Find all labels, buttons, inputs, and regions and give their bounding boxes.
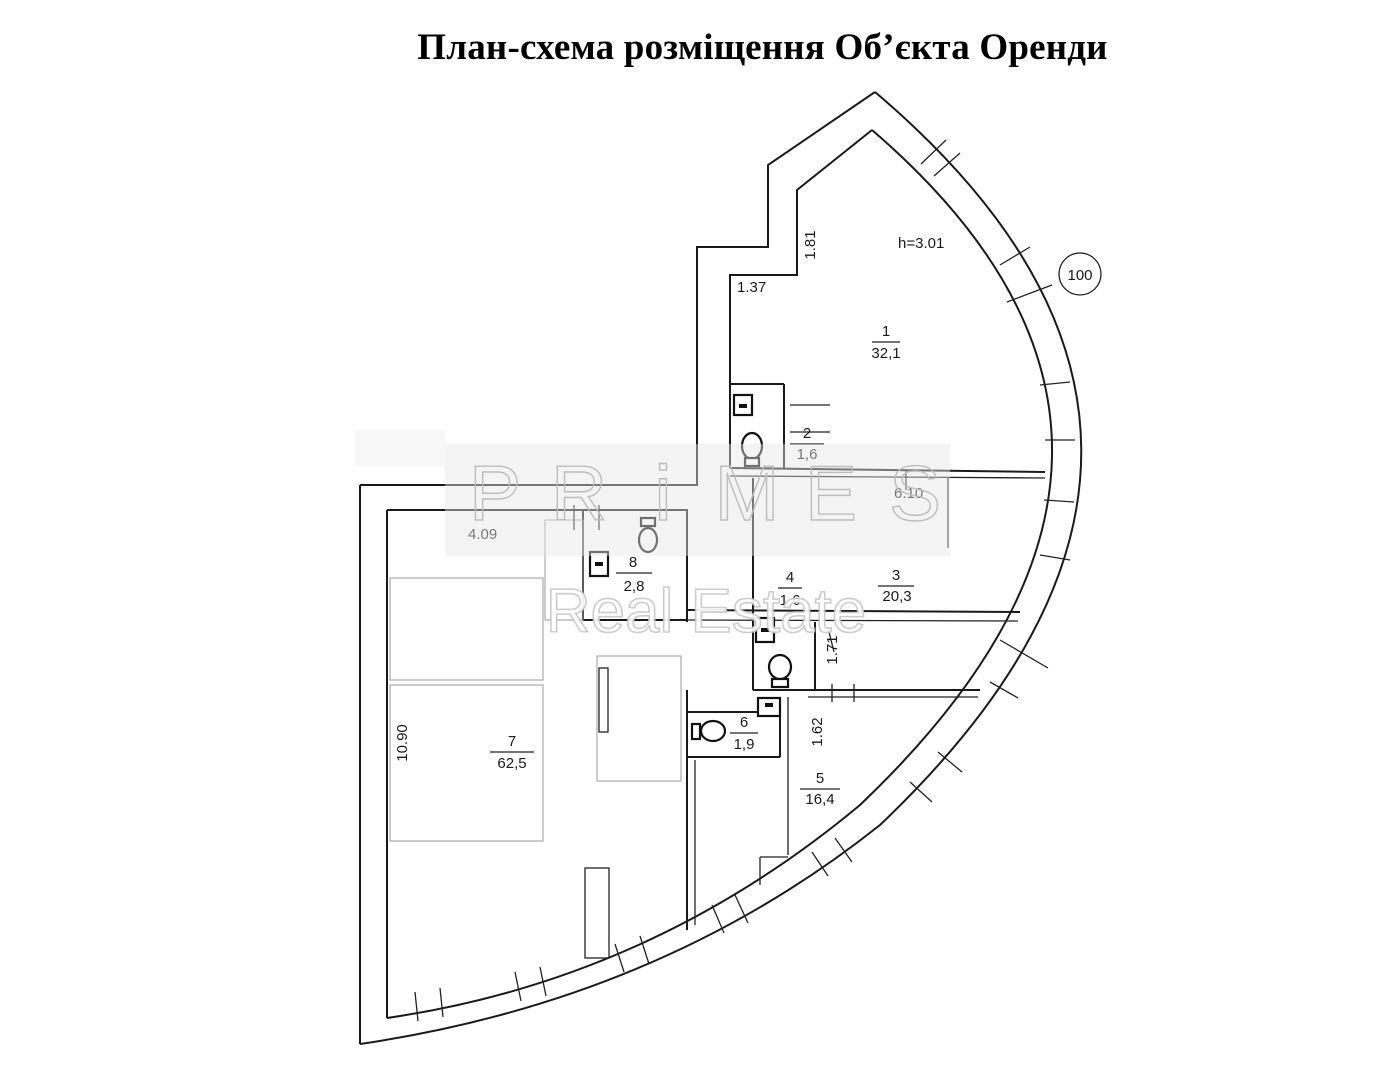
watermark-letter: E (805, 449, 857, 537)
room-area: 1,9 (734, 736, 755, 753)
toilet-icon (690, 719, 727, 743)
watermark: P R i M E S Real Estate (355, 430, 950, 647)
dimension-label: 1.81 (802, 230, 819, 259)
toilet-icon (637, 516, 659, 554)
room-label-4: 4 1,6 (778, 569, 802, 609)
sink-icon (588, 550, 610, 578)
window-marks (414, 139, 1075, 1022)
toilet-icon (767, 653, 793, 689)
sink-icon (754, 616, 776, 644)
watermark-subtitle: Real Estate (546, 577, 867, 646)
room-area: 1,6 (780, 592, 801, 609)
room-label-8: 8 2,8 (616, 554, 652, 595)
ceiling-height: h=3.01 (898, 235, 944, 252)
room-area: 32,1 (871, 345, 900, 362)
dimension-label: 6.10 (894, 485, 923, 502)
outer-wall (359, 91, 1083, 1045)
room-area: 62,5 (497, 755, 526, 772)
toilet-icon (740, 431, 764, 468)
dimension-label: 4.09 (468, 526, 497, 543)
room-number: 6 (740, 714, 748, 731)
dimension-label: 10.90 (394, 724, 411, 762)
room-label-7: 7 62,5 (490, 733, 534, 772)
room-number: 1 (882, 323, 890, 340)
room-label-1: 1 32,1 (871, 323, 900, 362)
room-label-2: 2 1,6 (790, 425, 824, 463)
watermark-letter: M (715, 449, 780, 537)
watermark-letter: R (551, 449, 607, 537)
room-number: 7 (508, 733, 516, 750)
room-area: 2,8 (624, 578, 645, 595)
room-number: 3 (892, 567, 900, 584)
sink-icon (756, 696, 782, 718)
room-area: 1,6 (797, 446, 818, 463)
dimension-label: 1.71 (824, 635, 841, 664)
room-number: 4 (786, 569, 794, 586)
building-number: 100 (1067, 267, 1092, 284)
room-label-6: 6 1,9 (730, 714, 758, 753)
room-number: 2 (803, 425, 811, 442)
building-number-marker: 100 (1058, 252, 1102, 296)
watermark-letter: S (889, 449, 941, 537)
room-area: 16,4 (805, 791, 834, 808)
room-label-5: 5 16,4 (800, 770, 840, 808)
dimension-label: 1.62 (809, 717, 826, 746)
dimension-label: 1.37 (737, 279, 766, 296)
watermark-letter: P (469, 449, 521, 537)
watermark-letter: i (654, 449, 671, 537)
room-number: 8 (629, 554, 637, 571)
page-title: План-схема розміщення Об’єкта Оренди (417, 27, 1108, 68)
sink-icon (732, 393, 754, 417)
room-label-3: 3 20,3 (878, 567, 914, 605)
room-number: 5 (816, 770, 824, 787)
room-area: 20,3 (882, 588, 911, 605)
